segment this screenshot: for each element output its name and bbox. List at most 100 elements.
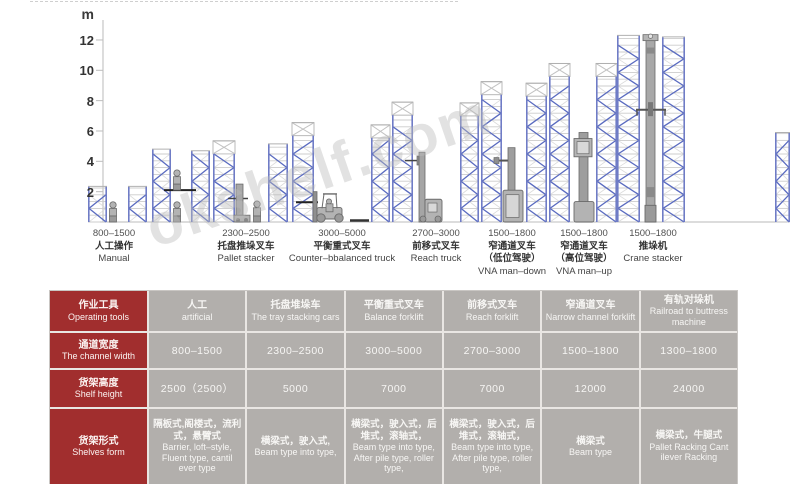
row-header-cn: 货架形式 <box>78 435 119 447</box>
cell-cn: 托盘堆垛车 <box>270 300 321 311</box>
group-label-range: 2700–3000 <box>412 228 460 239</box>
cell-cn: 隔板式,阁楼式，流利式，悬臂式 <box>153 419 242 442</box>
pallet-rack <box>291 122 315 223</box>
group-label-cn: 推垛机 <box>638 240 668 252</box>
cell-en: Beam type into type, After pile type, ro… <box>352 442 435 474</box>
pallet-rack <box>525 82 548 223</box>
table-cell-r3-c4: 7000 <box>444 370 541 407</box>
group-label-cn: 窄通道叉车 <box>560 240 608 252</box>
row-header-en: The channel width <box>61 351 136 361</box>
cell-value: 1500–1800 <box>561 344 620 357</box>
cell-cn: 横梁式，驶入式，后堆式，滚轴式， <box>449 419 535 442</box>
table-cell-r2-c6: 1300–1800 <box>640 333 737 368</box>
cell-cn: 窄通道叉车 <box>565 300 616 311</box>
pallet-rack <box>616 34 641 223</box>
cell-value: 2300–2500 <box>266 344 325 357</box>
person-figure <box>109 201 117 223</box>
person-figure <box>253 200 261 223</box>
cell-en: The tray stacking cars <box>251 311 340 322</box>
forklift-equipment <box>312 191 344 223</box>
pallet-rack <box>480 81 503 223</box>
cell-en: Narrow channel forklift <box>545 311 636 322</box>
group-label-range: 2300–2500 <box>222 228 270 239</box>
cell-en: Reach forklift <box>465 311 519 322</box>
table-cell-r4-c2: 横梁式，驶入式,Beam type into type, <box>247 409 344 484</box>
group-label-en: Manual <box>98 253 130 264</box>
manup-equipment <box>573 132 595 223</box>
table-cell-r2-c2: 2300–2500 <box>247 333 344 368</box>
group-label-en: Reach truck <box>410 253 462 264</box>
pallet-rack <box>190 150 211 223</box>
group-label-range: 1500–1800 <box>488 228 536 239</box>
row-header-cn: 货架高度 <box>78 377 119 389</box>
top-dashed-line <box>30 1 458 2</box>
group-label-en: Counter–bbalanced truck <box>288 253 396 264</box>
group-label-cn: 托盘推垛叉车 <box>217 240 275 252</box>
pallet-rack <box>391 101 414 223</box>
vna-equipment <box>493 147 524 223</box>
cell-value: 2700–3000 <box>463 344 521 357</box>
pallet-rack <box>87 185 107 223</box>
y-tick-label: 6 <box>86 123 94 139</box>
y-axis-unit: m <box>81 6 94 22</box>
row-header-en: Operating tools <box>67 311 130 322</box>
pallet-rack <box>595 62 618 223</box>
reach-equipment <box>405 151 443 223</box>
cell-value: 3000–5000 <box>365 344 423 357</box>
group-label-range: 1500–1800 <box>560 228 608 239</box>
table-cell-r4-c4: 横梁式，驶入式，后堆式，滚轴式，Beam type into type, Aft… <box>444 409 541 484</box>
table-cell-r2-c5: 1500–1800 <box>542 333 639 368</box>
table-cell-r2-c4: 2700–3000 <box>444 333 541 368</box>
group-label-cn: 窄通道叉车 <box>488 240 536 252</box>
row-header-cn: 通道宽度 <box>78 339 119 351</box>
cell-value: 800–1500 <box>171 344 223 357</box>
cell-value: 24000 <box>672 382 705 395</box>
group-label-cn: 前移式叉车 <box>412 240 460 252</box>
table-cell-r3-c3: 7000 <box>345 370 442 407</box>
cell-value: 12000 <box>574 382 607 395</box>
crane-equipment <box>636 33 666 223</box>
pallet-rack <box>212 140 236 223</box>
cell-en: Pallet Racking Cant ilever Racking <box>649 441 729 463</box>
cell-en: artificial <box>181 311 213 322</box>
row-header-cn: 作业工具 <box>78 300 119 311</box>
table-cell-r3-c6: 24000 <box>640 370 737 407</box>
cell-en: Balance forklift <box>364 311 424 322</box>
group-label-en: VNA man–up <box>556 265 612 277</box>
group-label-cn2: （低位驾驶） <box>483 253 541 264</box>
y-tick-label: 8 <box>86 93 94 109</box>
person-figure <box>173 169 181 191</box>
walkie-equipment <box>228 183 251 223</box>
table-cell-r2-c3: 3000–5000 <box>345 333 442 368</box>
y-tick-label: 12 <box>79 32 94 48</box>
cell-en: Beam type <box>568 447 612 457</box>
table-cell-r3-c1: 2500（2500） <box>149 370 246 407</box>
group-label-en: Pallet stacker <box>217 253 275 264</box>
table-cell-r3-c2: 5000 <box>247 370 344 407</box>
pallet-rack <box>459 102 480 223</box>
group-label-range: 3000–5000 <box>318 228 366 239</box>
cell-cn: 横梁式，驶入式, <box>260 435 331 447</box>
cell-cn: 平衡重式叉车 <box>363 300 424 311</box>
table-cell-r3-c5: 12000 <box>542 370 639 407</box>
group-label-range: 800–1500 <box>92 228 136 239</box>
table-cell-r2-c1: 800–1500 <box>149 333 246 368</box>
cell-value: 5000 <box>282 382 309 395</box>
cell-cn: 横梁式，牛腿式 <box>655 430 723 442</box>
